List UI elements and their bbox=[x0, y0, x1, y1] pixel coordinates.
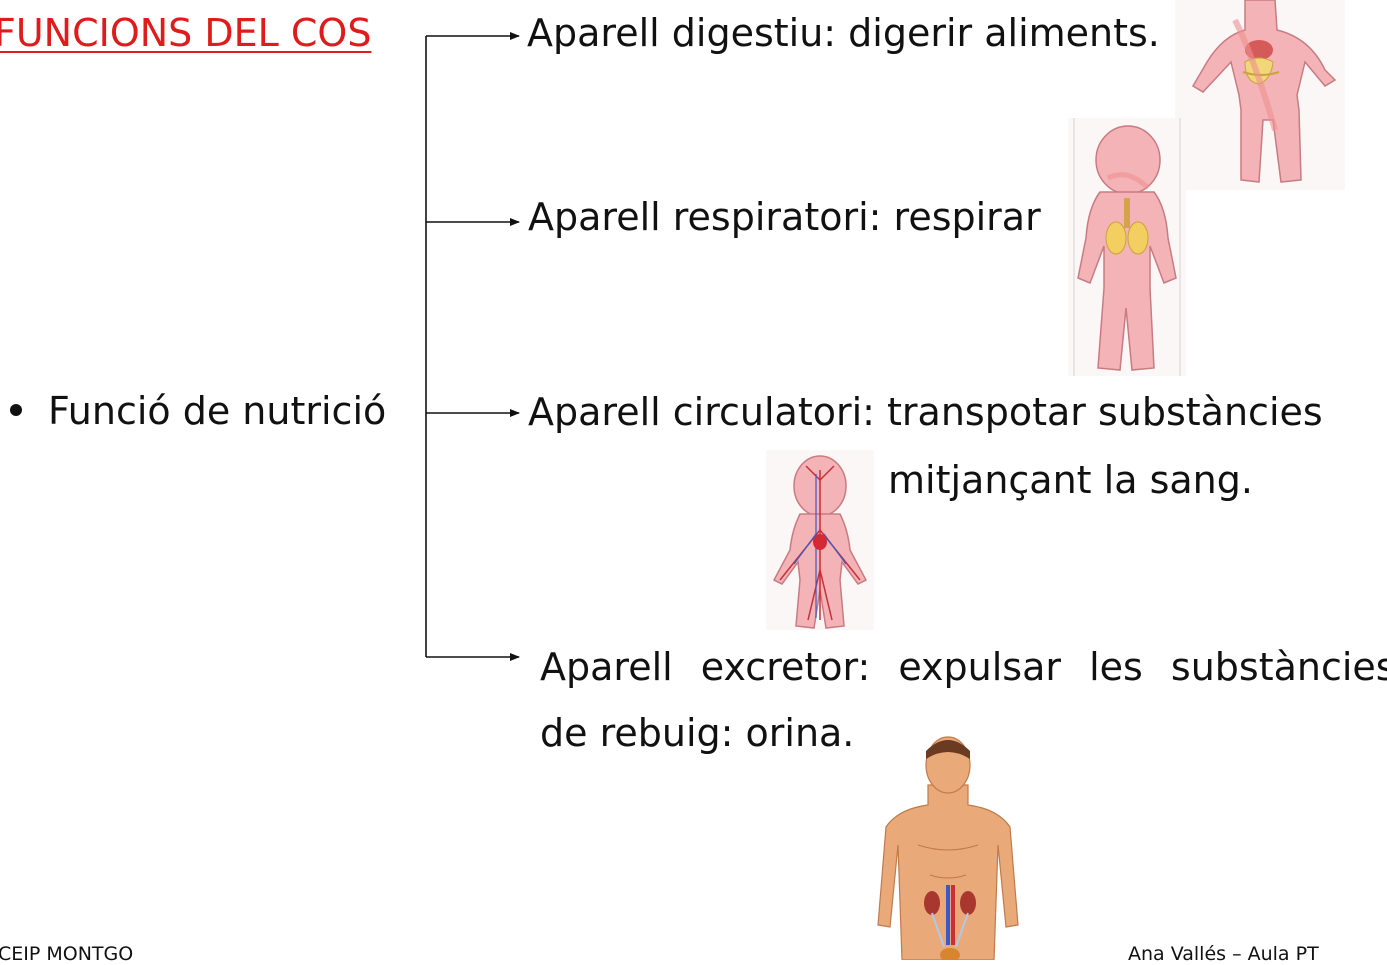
circulatory-system-illustration bbox=[766, 450, 874, 630]
circulatory-system-text-cont: mitjançant la sang. bbox=[888, 458, 1253, 502]
digestive-system-illustration bbox=[1175, 0, 1345, 190]
digestive-system-text: Aparell digestiu: digerir aliments. bbox=[527, 11, 1160, 55]
bullet-icon bbox=[10, 403, 22, 416]
footer-left: CEIP MONTGO bbox=[0, 943, 134, 965]
excretory-system-text-cont: de rebuig: orina. bbox=[540, 711, 855, 755]
nutrition-item: Funció de nutrició bbox=[8, 392, 386, 430]
footer-right: Ana Vallés – Aula PT bbox=[1128, 943, 1319, 965]
page-title: FUNCIONS DEL COS bbox=[0, 11, 372, 55]
excretory-system-illustration bbox=[877, 736, 1019, 960]
nutrition-label: Funció de nutrició bbox=[48, 389, 387, 433]
respiratory-system-illustration bbox=[1068, 118, 1186, 376]
respiratory-system-text: Aparell respiratori: respirar bbox=[528, 195, 1041, 239]
circulatory-system-text: Aparell circulatori: transpotar substànc… bbox=[528, 390, 1323, 434]
excretory-system-text: Aparell excretor: expulsar les substànci… bbox=[540, 645, 1387, 689]
